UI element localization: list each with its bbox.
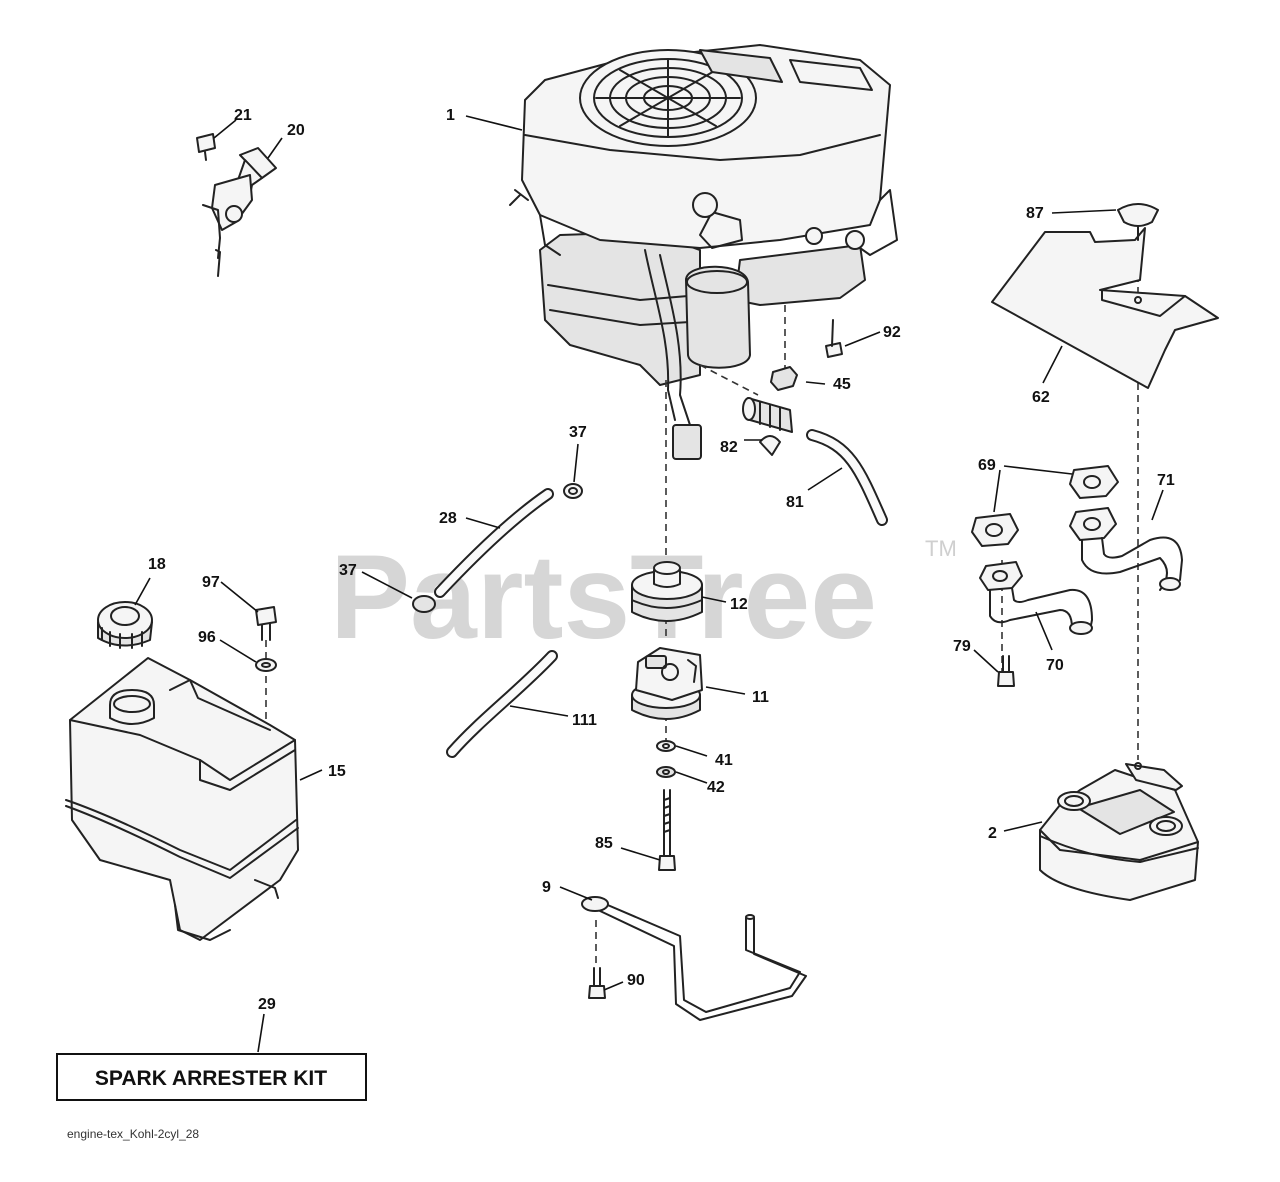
part-label-45[interactable]: 45 (833, 376, 851, 393)
part-label-21[interactable]: 21 (234, 107, 252, 124)
hose-81[interactable] (806, 429, 888, 526)
bolt-92[interactable] (825, 319, 843, 358)
clamp-37-upper[interactable] (563, 483, 583, 499)
bolt-85[interactable] (658, 789, 676, 871)
part-label-79[interactable]: 79 (953, 638, 971, 655)
part-label-15[interactable]: 15 (328, 763, 346, 780)
gasket-69-a[interactable] (1069, 465, 1119, 499)
part-label-111[interactable]: 111 (572, 712, 597, 729)
part-label-62[interactable]: 62 (1032, 389, 1050, 406)
part-label-37-upper[interactable]: 37 (569, 424, 587, 441)
bolt-97[interactable] (255, 606, 277, 641)
throttle-control-drawing[interactable] (202, 147, 277, 277)
exhaust-pipe-71[interactable] (1069, 507, 1183, 591)
part-label-28[interactable]: 28 (439, 510, 457, 527)
bolt-90[interactable] (588, 967, 606, 999)
nut-45[interactable] (770, 366, 798, 391)
muffler-2[interactable] (1039, 762, 1199, 901)
washer-96[interactable] (255, 658, 277, 672)
part-label-18[interactable]: 18 (148, 556, 166, 573)
part-label-97[interactable]: 97 (202, 574, 220, 591)
engine-drawing[interactable] (509, 44, 898, 460)
gasket-69-b[interactable] (971, 513, 1019, 547)
part-label-11[interactable]: 11 (752, 689, 769, 706)
part-label-81[interactable]: 81 (786, 494, 804, 511)
exhaust-pipe-70[interactable] (979, 561, 1093, 635)
part-label-42[interactable]: 42 (707, 779, 725, 796)
hose-28[interactable] (434, 488, 554, 598)
part-label-71[interactable]: 71 (1157, 472, 1175, 489)
watermark-text: PartsTree (330, 530, 877, 664)
watermark-trademark: TM (925, 536, 957, 561)
part-label-85[interactable]: 85 (595, 835, 613, 852)
bolt-21[interactable] (196, 133, 216, 161)
fuel-tank-15[interactable] (65, 657, 299, 941)
fitting-82[interactable] (742, 397, 793, 456)
part-label-92[interactable]: 92 (883, 324, 901, 341)
part-label-29[interactable]: 29 (258, 996, 276, 1013)
knob-87[interactable] (1117, 203, 1159, 241)
bracket-9[interactable] (581, 896, 807, 1021)
part-label-69[interactable]: 69 (978, 457, 996, 474)
part-label-90[interactable]: 90 (627, 972, 645, 989)
hose-111[interactable] (446, 650, 558, 758)
fuel-cap-18[interactable] (97, 601, 153, 649)
part-labels: 1 2 9 11 12 15 18 20 21 28 29 37 37 41 4… (148, 107, 1175, 1013)
washer-42[interactable] (656, 766, 676, 778)
part-label-96[interactable]: 96 (198, 629, 216, 646)
pulley-12[interactable] (631, 561, 703, 622)
leader-lines (134, 115, 1164, 1053)
part-label-9[interactable]: 9 (542, 879, 551, 896)
part-label-82[interactable]: 82 (720, 439, 738, 456)
alignment-line-fitting (699, 364, 759, 396)
spark-arrester-kit-box[interactable] (56, 1053, 367, 1101)
bolt-79[interactable] (997, 655, 1015, 687)
part-label-70[interactable]: 70 (1046, 657, 1064, 674)
part-label-20[interactable]: 20 (287, 122, 305, 139)
part-label-37-lower[interactable]: 37 (339, 562, 357, 579)
part-label-12[interactable]: 12 (730, 596, 748, 613)
part-label-87[interactable]: 87 (1026, 205, 1044, 222)
clamp-37-lower[interactable] (412, 595, 436, 613)
spark-arrester-kit-label: SPARK ARRESTER KIT (95, 1067, 327, 1090)
part-label-1[interactable]: 1 (446, 107, 455, 124)
clutch-11[interactable] (631, 647, 703, 720)
heat-shield-drawing[interactable] (991, 227, 1219, 389)
part-label-41[interactable]: 41 (715, 752, 733, 769)
diagram-code: engine-tex_Kohl-2cyl_28 (67, 1127, 199, 1141)
part-label-2[interactable]: 2 (988, 825, 997, 842)
washer-41[interactable] (656, 740, 676, 752)
